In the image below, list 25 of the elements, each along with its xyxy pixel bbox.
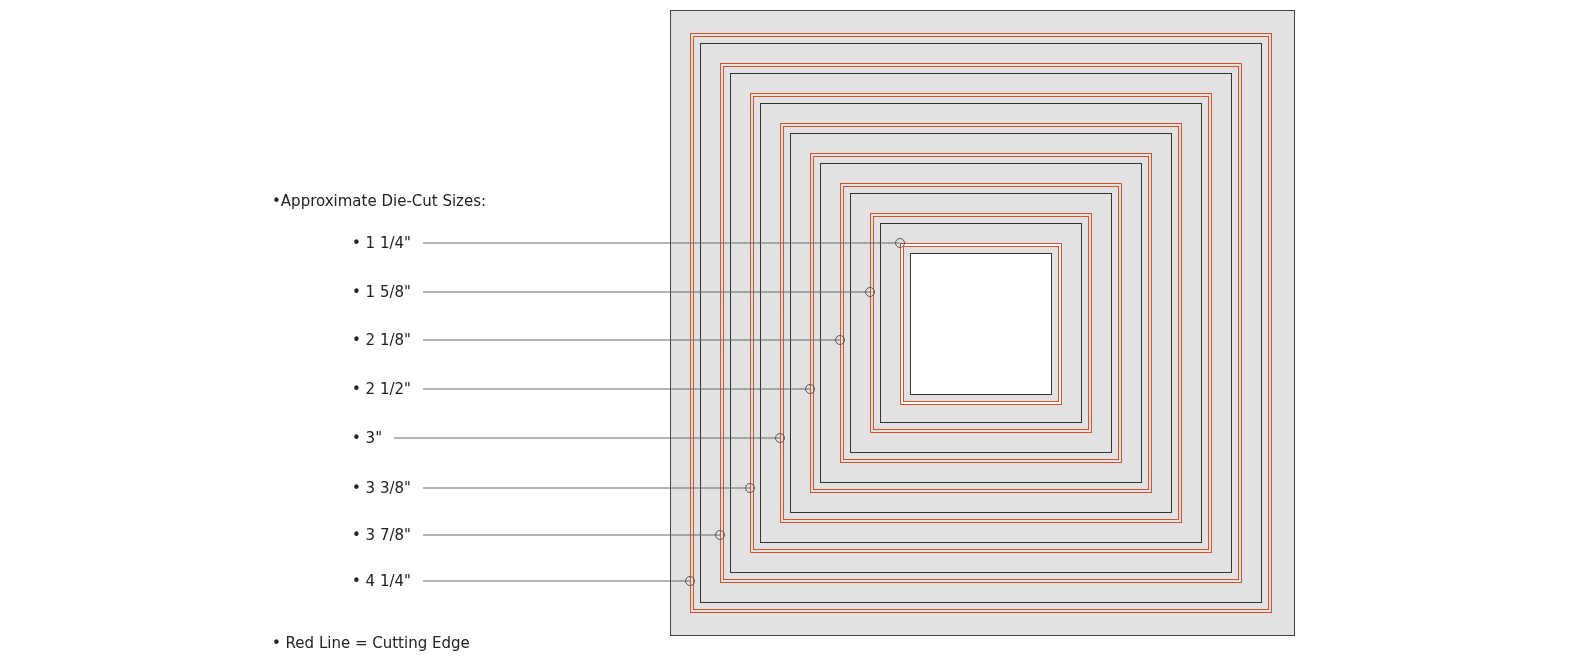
note: • Red Line = Cutting Edge (272, 634, 470, 652)
leader-line (422, 483, 755, 493)
cutting-edge-square (840, 183, 1122, 463)
leader-line (422, 576, 695, 586)
cutting-edge-square (810, 153, 1152, 493)
heading: •Approximate Die-Cut Sizes: (272, 192, 487, 210)
cutting-edge-square (900, 243, 1062, 405)
size-label: • 1 1/4" (352, 234, 411, 252)
size-label: • 3 3/8" (352, 479, 411, 497)
leader-line (422, 238, 905, 248)
cutting-edge-square (870, 213, 1092, 433)
cutting-edge-square (780, 123, 1182, 523)
size-label: • 2 1/8" (352, 331, 411, 349)
leader-line (422, 335, 845, 345)
size-label: • 3" (352, 429, 383, 447)
leader-line (422, 287, 875, 297)
cutting-edge-square (720, 63, 1242, 583)
leader-line (422, 530, 725, 540)
leader-line (393, 433, 785, 443)
size-label: • 4 1/4" (352, 572, 411, 590)
cutting-edge-square (750, 93, 1212, 553)
size-label: • 2 1/2" (352, 380, 411, 398)
size-label: • 1 5/8" (352, 283, 411, 301)
leader-line (422, 384, 815, 394)
size-label: • 3 7/8" (352, 526, 411, 544)
